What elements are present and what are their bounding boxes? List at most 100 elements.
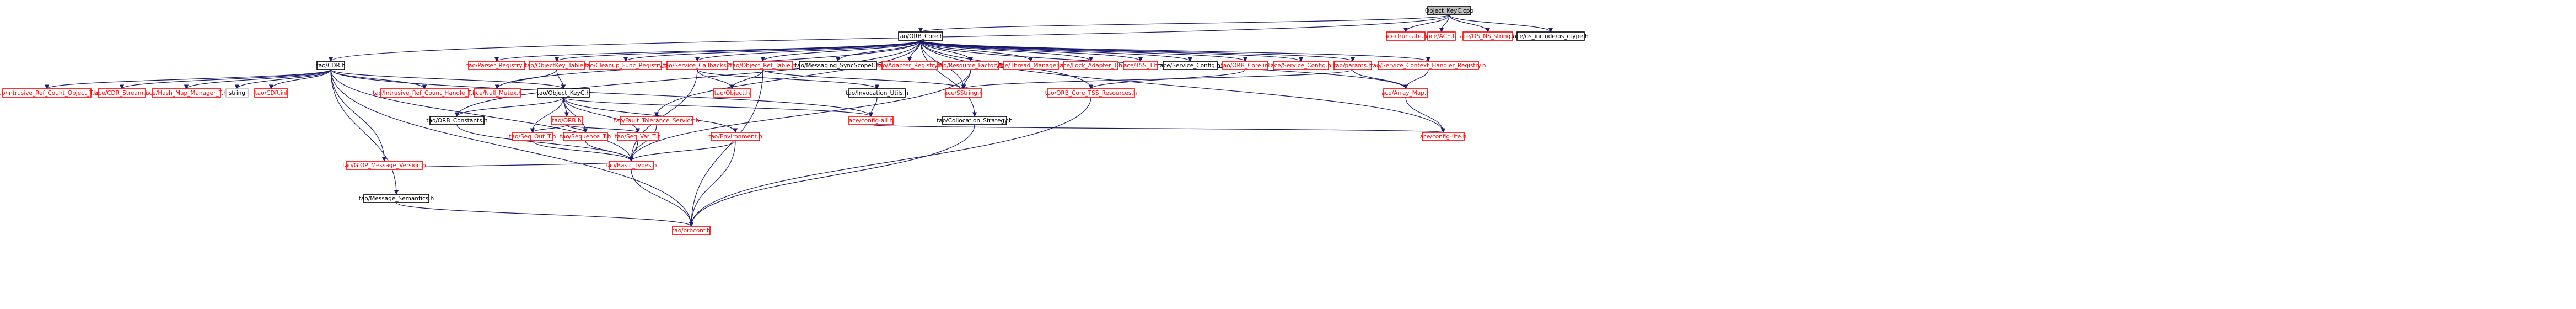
dependency-edge bbox=[920, 40, 1034, 62]
include-file-node[interactable]: tao/ORB_Constants.h bbox=[426, 116, 488, 125]
dependency-edge bbox=[920, 40, 1355, 62]
node-box bbox=[1378, 61, 1479, 70]
node-box bbox=[733, 61, 793, 70]
dependency-edge bbox=[563, 97, 641, 133]
include-file-node: ace/SString.h bbox=[944, 88, 983, 98]
include-file-node[interactable]: ace/Service_Config.h bbox=[1160, 61, 1220, 70]
dependency-edge bbox=[585, 140, 634, 162]
dependency-edge bbox=[623, 40, 921, 62]
root-file-node[interactable]: Object_KeyC.cpp bbox=[1425, 6, 1474, 15]
node-box bbox=[666, 61, 728, 70]
node-label: tao/params.h bbox=[1333, 62, 1372, 69]
include-file-node[interactable]: tao/Message_Semantics.h bbox=[359, 194, 434, 203]
node-box bbox=[316, 61, 345, 70]
node-box bbox=[898, 31, 943, 41]
edge-layer bbox=[45, 14, 1553, 227]
node-label: tao/Collocation_Strategy.h bbox=[937, 118, 1013, 124]
include-file-node: tao/Intrusive_Ref_Count_Handle_T.h bbox=[373, 88, 476, 98]
dependency-edge bbox=[454, 40, 921, 117]
node-label: ace/Array_Map.h bbox=[1381, 90, 1430, 97]
dependency-edge bbox=[566, 124, 641, 133]
dependency-edge bbox=[961, 69, 1353, 89]
dependency-edge bbox=[689, 124, 975, 227]
dependency-edge bbox=[689, 69, 763, 227]
dependency-edge bbox=[920, 40, 1094, 62]
include-file-node[interactable]: ace/os_include/os_ctype.h bbox=[1513, 31, 1589, 41]
node-label: ace/TSS_T.h bbox=[1123, 62, 1158, 69]
dependency-edge bbox=[695, 40, 921, 62]
include-file-node: tao/Parser_Registry.h bbox=[466, 61, 527, 70]
include-file-node[interactable]: tao/ORB_Core.h bbox=[898, 31, 944, 41]
node-label: tao/Message_Semantics.h bbox=[359, 195, 434, 202]
node-box bbox=[512, 132, 553, 141]
node-box bbox=[468, 61, 525, 70]
node-label: ace/SString.h bbox=[944, 90, 983, 97]
dependency-edge bbox=[689, 97, 1091, 227]
include-file-node[interactable]: tao/Invocation_Utils.h bbox=[846, 88, 908, 98]
include-file-node[interactable]: tao/CDR.h bbox=[316, 61, 346, 70]
node-box bbox=[848, 116, 894, 125]
include-file-node: tao/ORB.h bbox=[551, 116, 583, 125]
include-file-node: tao/Environment.h bbox=[708, 132, 762, 141]
dependency-edge bbox=[762, 69, 966, 89]
include-file-node: tao/Object.h bbox=[713, 88, 751, 98]
dependency-edge bbox=[920, 40, 1193, 62]
node-box bbox=[1422, 132, 1465, 141]
include-file-node: ace/config-all.h bbox=[848, 116, 894, 125]
node-box bbox=[1047, 88, 1135, 98]
include-file-node: ace/config-lite.h bbox=[1420, 132, 1466, 141]
node-label: tao/Seq_Out_T.h bbox=[509, 134, 556, 140]
dependency-edge bbox=[563, 97, 873, 117]
include-file-node: tao/Adapter_Registry.h bbox=[877, 61, 943, 70]
include-file-node[interactable]: tao/Messaging_SyncScopeC.h bbox=[795, 61, 881, 70]
include-file-node: tao/ORB_Core.inl bbox=[1221, 61, 1270, 70]
node-label: ace/config-all.h bbox=[849, 118, 893, 124]
node-label: tao/ORB_Constants.h bbox=[426, 118, 487, 124]
include-file-node: tao/ObjectKey_Table.h bbox=[525, 61, 589, 70]
node-label: tao/Adapter_Registry.h bbox=[877, 62, 943, 69]
dependency-edge bbox=[1439, 14, 1450, 33]
node-box bbox=[529, 61, 585, 70]
dependency-edge bbox=[268, 69, 331, 89]
dependency-edge bbox=[184, 69, 331, 89]
dependency-edge bbox=[628, 69, 971, 162]
dependency-edge bbox=[330, 69, 634, 162]
dependency-edge bbox=[119, 69, 331, 89]
dependency-edge bbox=[556, 69, 566, 89]
include-file-node[interactable]: tao/Collocation_Strategy.h bbox=[937, 116, 1013, 125]
node-box bbox=[1516, 31, 1585, 41]
dependency-edge bbox=[1403, 69, 1429, 89]
node-box bbox=[589, 61, 662, 70]
dependency-edge bbox=[454, 97, 564, 117]
node-label: Object_KeyC.cpp bbox=[1425, 8, 1474, 14]
node-box bbox=[1273, 61, 1329, 70]
dependency-edge bbox=[45, 69, 331, 89]
node-box bbox=[1427, 31, 1456, 41]
dependency-edge bbox=[697, 69, 880, 89]
node-box bbox=[848, 88, 906, 98]
dependency-edge bbox=[920, 40, 1446, 133]
node-label: tao/Seq_Var_T.h bbox=[615, 134, 660, 140]
node-box bbox=[537, 88, 590, 98]
dependency-edge bbox=[494, 40, 921, 62]
node-box bbox=[1386, 31, 1426, 41]
dependency-edge bbox=[654, 40, 921, 117]
include-file-node: ace/TSS_T.h bbox=[1123, 61, 1158, 70]
dependency-edge bbox=[918, 14, 1450, 33]
dependency-edge bbox=[330, 69, 387, 162]
node-box bbox=[474, 88, 521, 98]
node-label: ace/Service_Config.h bbox=[1271, 62, 1331, 69]
dependency-edge bbox=[330, 69, 399, 195]
dependency-edge bbox=[628, 140, 736, 162]
include-file-node[interactable]: tao/Object_KeyC.h bbox=[537, 88, 590, 98]
node-box bbox=[254, 88, 288, 98]
dependency-edge bbox=[631, 169, 694, 227]
include-file-node: ace/CDR_Stream.h bbox=[95, 88, 149, 98]
node-box bbox=[225, 88, 249, 98]
node-label: tao/Invocation_Utils.h bbox=[846, 90, 908, 97]
node-box bbox=[1427, 6, 1471, 15]
node-label: tao/Resource_Factory.h bbox=[938, 62, 1004, 69]
node-label: ace/os_include/os_ctype.h bbox=[1513, 33, 1588, 40]
include-file-node: ace/Truncate.h bbox=[1384, 31, 1427, 41]
include-file-node: ace/Lock_Adapter_T.h bbox=[1060, 61, 1122, 70]
